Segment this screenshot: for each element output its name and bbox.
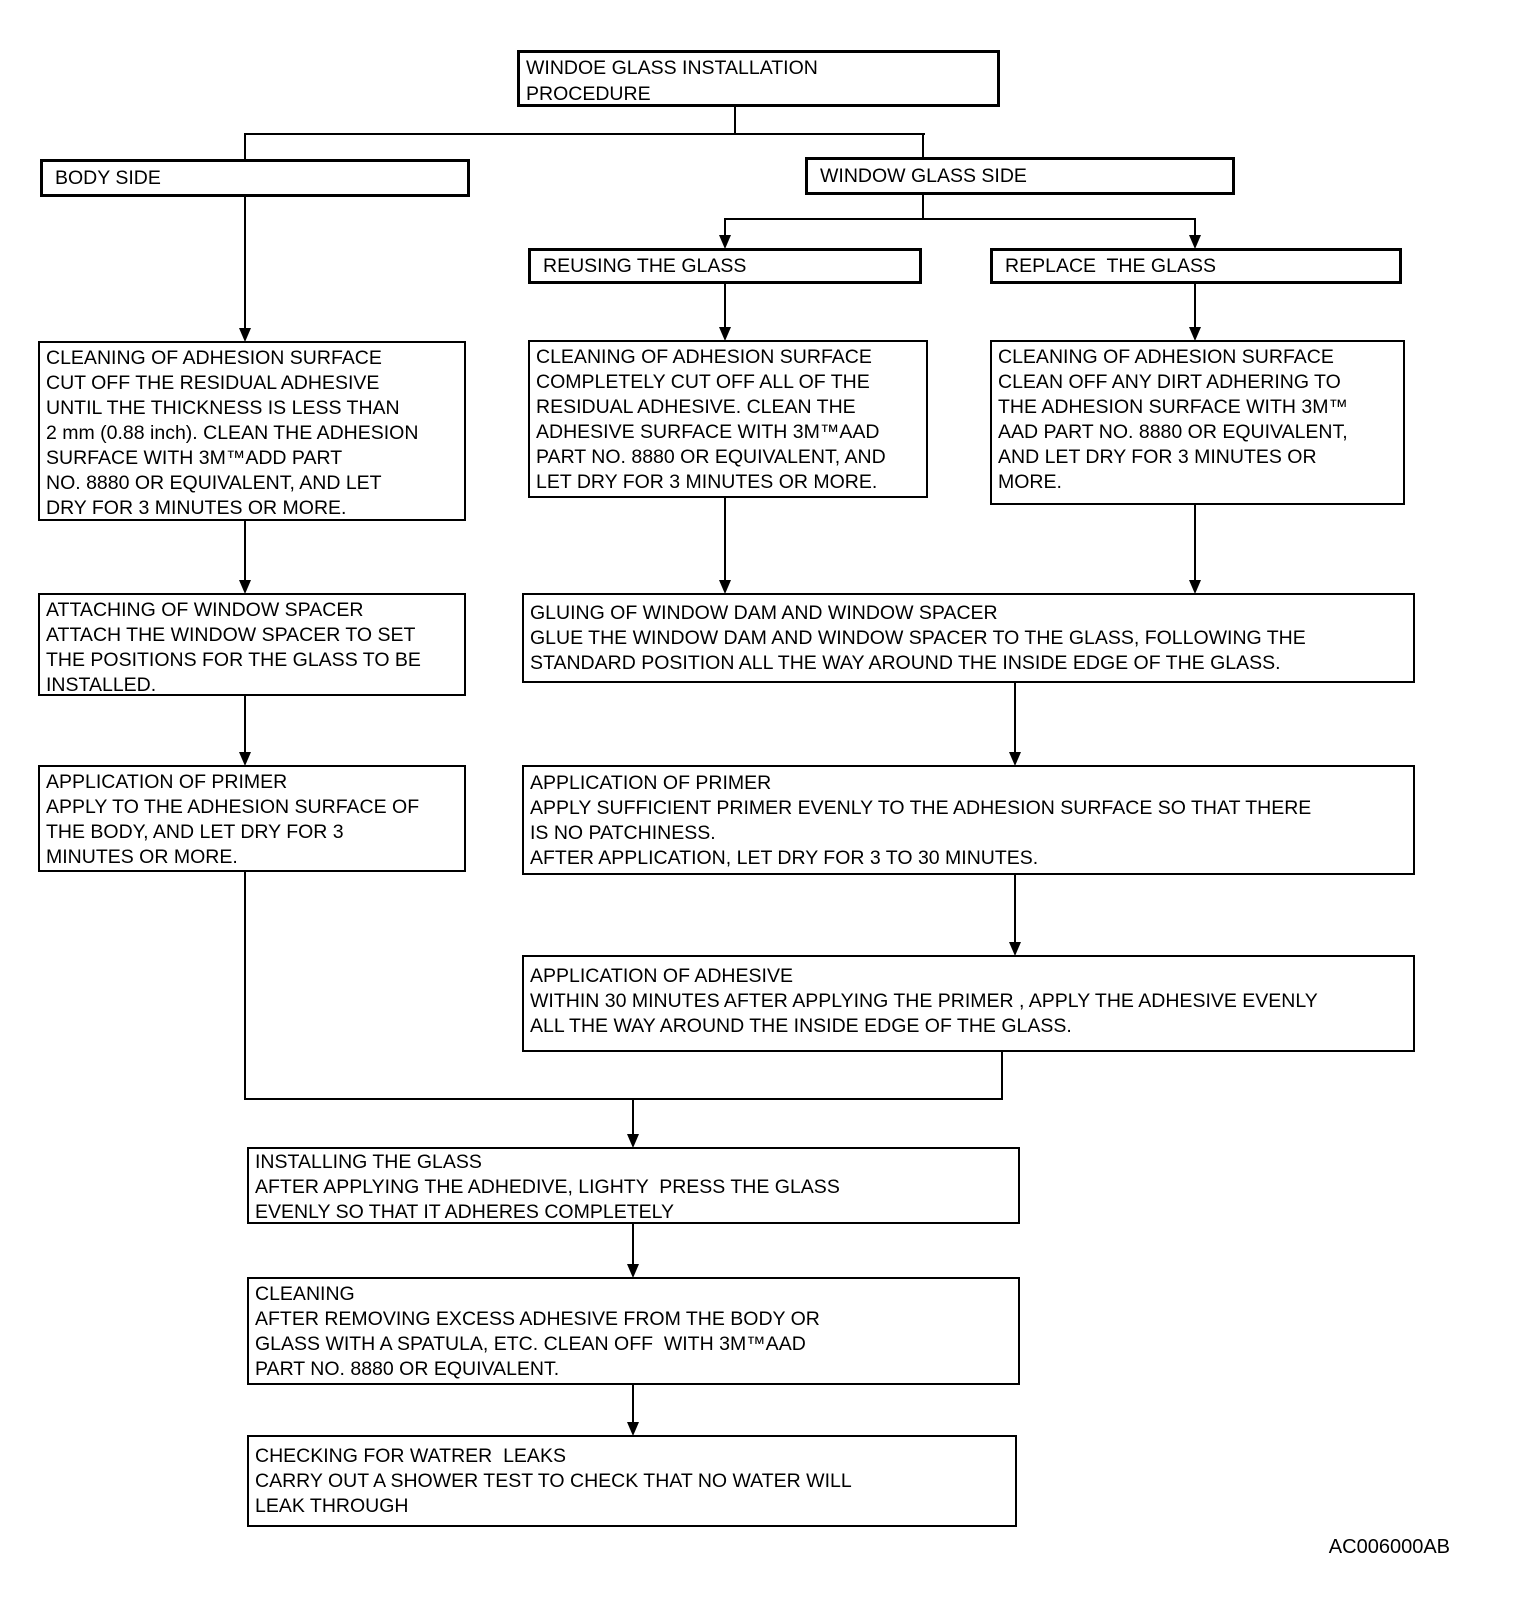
connector-cleaning-mid-to-gluing	[724, 498, 726, 581]
connector-installing-to-cleaning	[632, 1224, 634, 1265]
connector-body-side-feed	[244, 133, 246, 161]
connector-replace-to-cleaning	[1194, 284, 1196, 328]
connector-title-stem	[734, 107, 736, 135]
arrowhead-cleaning-to-attaching	[239, 580, 251, 594]
flow-box-checking-water-leaks: CHECKING FOR WATRER LEAKS CARRY OUT A SH…	[247, 1435, 1017, 1527]
arrowhead-attaching-to-primer	[239, 752, 251, 766]
arrowhead-to-replace	[1189, 235, 1201, 249]
connector-merge	[244, 1098, 1003, 1100]
arrowhead-installing-to-cleaning	[627, 1264, 639, 1278]
connector-reusing-to-cleaning	[724, 284, 726, 328]
connector-gluing-to-primer	[1014, 683, 1016, 753]
flow-box-cleaning-replaced-glass: CLEANING OF ADHESION SURFACE CLEAN OFF A…	[990, 340, 1405, 505]
arrowhead-merge-to-installing	[627, 1134, 639, 1148]
connector-merge-to-installing	[632, 1098, 634, 1135]
connector-adhesive-down	[1001, 1052, 1003, 1100]
connector-primer-to-adhesive	[1014, 875, 1016, 943]
flow-box-application-of-adhesive: APPLICATION OF ADHESIVE WITHIN 30 MINUTE…	[522, 955, 1415, 1052]
connector-cleaning-right-to-gluing	[1194, 505, 1196, 581]
connector-cleaning-to-attaching	[244, 521, 246, 581]
flow-box-primer-glass-side: APPLICATION OF PRIMER APPLY SUFFICIENT P…	[522, 765, 1415, 875]
flow-box-body-side: BODY SIDE	[40, 159, 470, 197]
arrowhead-cleaning-mid-to-gluing	[719, 580, 731, 594]
flow-box-cleaning-body-side: CLEANING OF ADHESION SURFACE CUT OFF THE…	[38, 341, 466, 521]
arrowhead-reusing-to-cleaning	[719, 327, 731, 341]
connector-primer-body-down	[244, 872, 246, 1100]
flow-box-reusing-the-glass: REUSING THE GLASS	[528, 248, 922, 284]
arrowhead-to-reusing	[719, 235, 731, 249]
arrowhead-cleaning-right-to-gluing	[1189, 580, 1201, 594]
flow-box-title: WINDOE GLASS INSTALLATION PROCEDURE	[517, 50, 1000, 107]
connector-to-replace	[1194, 218, 1196, 236]
arrowhead-replace-to-cleaning	[1189, 327, 1201, 341]
connector-glass-side-feed	[922, 133, 924, 159]
connector-cleaning-to-checking	[632, 1385, 634, 1423]
flow-box-replace-the-glass: REPLACE THE GLASS	[990, 248, 1402, 284]
connector-to-reusing	[724, 218, 726, 236]
connector-body-to-cleaning	[244, 197, 246, 330]
flow-box-cleaning-final: CLEANING AFTER REMOVING EXCESS ADHESIVE …	[247, 1277, 1020, 1385]
arrowhead-cleaning-to-checking	[627, 1422, 639, 1436]
figure-code-label: AC006000AB	[1328, 1536, 1450, 1558]
flow-box-installing-the-glass: INSTALLING THE GLASS AFTER APPLYING THE …	[247, 1147, 1020, 1224]
connector-top-split	[244, 133, 925, 135]
connector-glass-split	[724, 218, 1196, 220]
arrowhead-gluing-to-primer	[1009, 752, 1021, 766]
connector-glass-side-stem	[922, 195, 924, 220]
arrowhead-body-to-cleaning	[239, 328, 251, 342]
flow-box-primer-body-side: APPLICATION OF PRIMER APPLY TO THE ADHES…	[38, 765, 466, 872]
flow-box-window-glass-side: WINDOW GLASS SIDE	[805, 157, 1235, 195]
arrowhead-primer-to-adhesive	[1009, 942, 1021, 956]
connector-attaching-to-primer	[244, 696, 246, 753]
flow-box-attaching-window-spacer: ATTACHING OF WINDOW SPACER ATTACH THE WI…	[38, 593, 466, 696]
flow-box-cleaning-reused-glass: CLEANING OF ADHESION SURFACE COMPLETELY …	[528, 340, 928, 498]
flow-box-gluing-window-dam: GLUING OF WINDOW DAM AND WINDOW SPACER G…	[522, 593, 1415, 683]
